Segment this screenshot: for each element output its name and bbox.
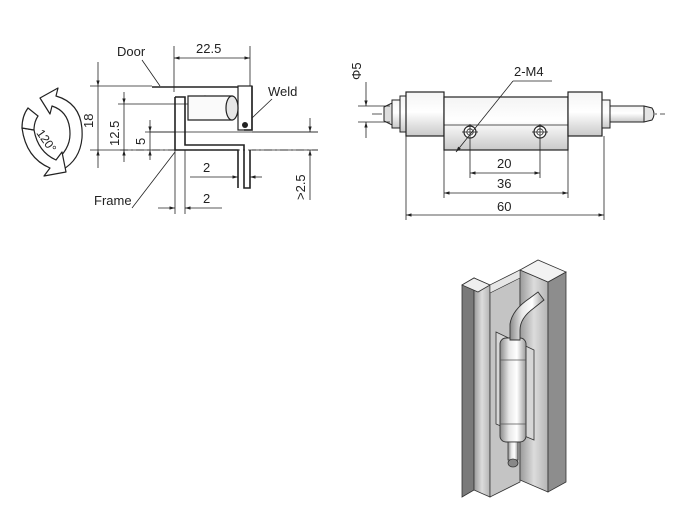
dim-2-upper: 2: [203, 160, 210, 175]
dim-18: 18: [81, 114, 96, 128]
dim-20: 20: [497, 156, 511, 171]
weld-label: Weld: [268, 84, 297, 99]
dim-36: 36: [497, 176, 511, 191]
dim-12-5: 12.5: [107, 121, 122, 146]
dim-60: 60: [497, 199, 511, 214]
dim-2-m4: 2-M4: [514, 64, 544, 79]
dim-gt-2-5: >2.5: [293, 174, 308, 200]
dim-22-5: 22.5: [196, 41, 221, 56]
dim-phi-5: Φ5: [349, 62, 364, 80]
rotation-arrow-icon: 120°: [21, 87, 83, 177]
dim-2-lower: 2: [203, 191, 210, 206]
door-label: Door: [117, 44, 146, 59]
isometric-view: [461, 259, 567, 498]
side-view: 22.5 Door Weld 18 12.5 5 >2.5: [21, 41, 318, 214]
dim-5: 5: [133, 138, 148, 145]
frame-label: Frame: [94, 193, 132, 208]
front-view: 2-M4 Φ5 20 36 60: [349, 62, 665, 220]
